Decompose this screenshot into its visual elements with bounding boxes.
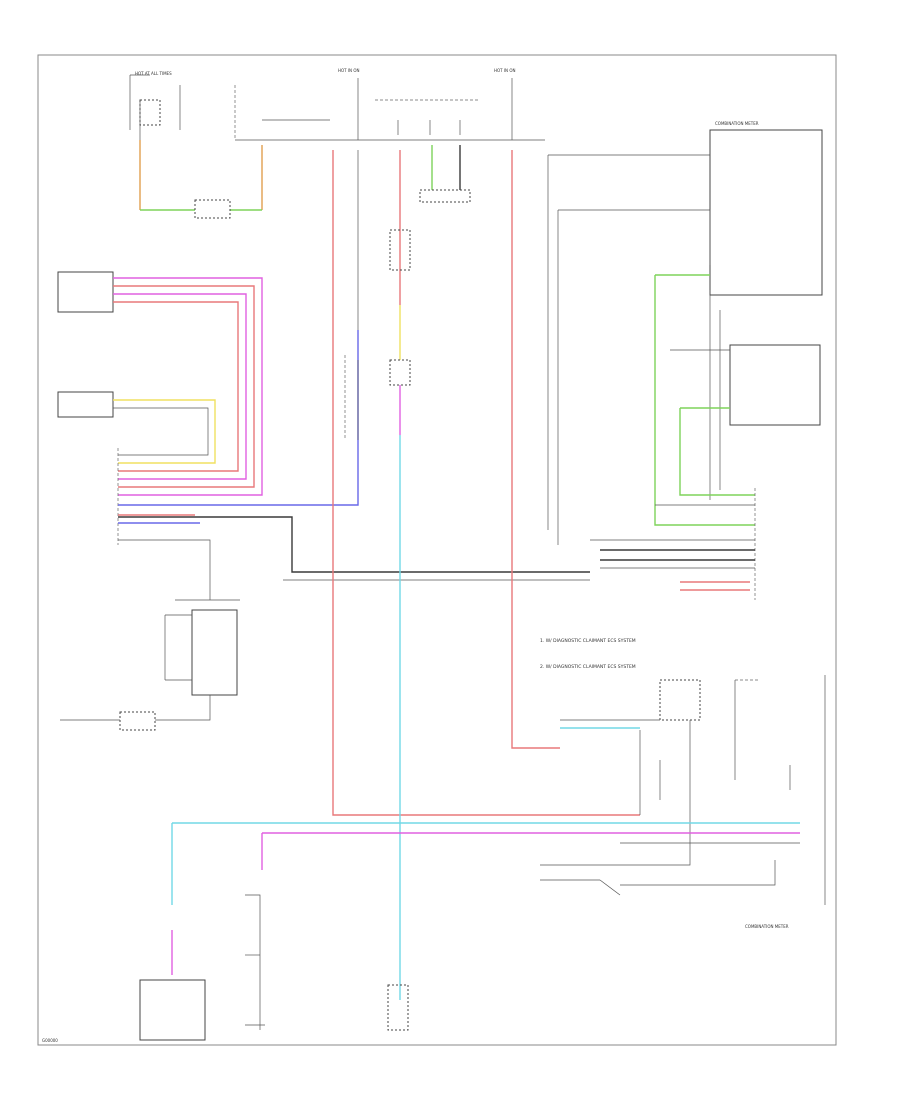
- fuse-left-label: HOT AT ALL TIMES: [135, 71, 172, 76]
- right-top-module: [709, 129, 823, 296]
- top-left-fuse-group: HOT AT ALL TIMES: [129, 71, 181, 140]
- wire-red-long-right: [511, 150, 560, 749]
- wire-red-long-left: [332, 150, 640, 816]
- note-1: 1. W/ DIAGNOSTIC CLAIMANT ECS SYSTEM: [540, 638, 636, 644]
- fuse-right-label: HOT IN ON: [494, 68, 515, 73]
- right-mid-module: [729, 344, 821, 426]
- bottom-right-label: COMBINATION METER: [745, 924, 789, 929]
- note-2: 2. W/ DIAGNOSTIC CLAIMANT ECS SYSTEM: [540, 664, 636, 670]
- connector-top-left: [194, 199, 231, 219]
- bottom-left-module: [139, 979, 206, 1041]
- left-sensor-box-2: [57, 391, 114, 418]
- left-lower-module: [191, 609, 238, 696]
- diagram-frame: [37, 54, 837, 1046]
- lower-right-module: [659, 679, 701, 721]
- left-sensor-box-1: [57, 271, 114, 313]
- corner-code: G00000: [42, 1038, 58, 1043]
- right-top-module-label: COMBINATION METER: [715, 121, 759, 126]
- fuse-mid-group: HOT IN ON HOT IN ON: [338, 68, 515, 140]
- fuse-mid-label: HOT IN ON: [338, 68, 359, 73]
